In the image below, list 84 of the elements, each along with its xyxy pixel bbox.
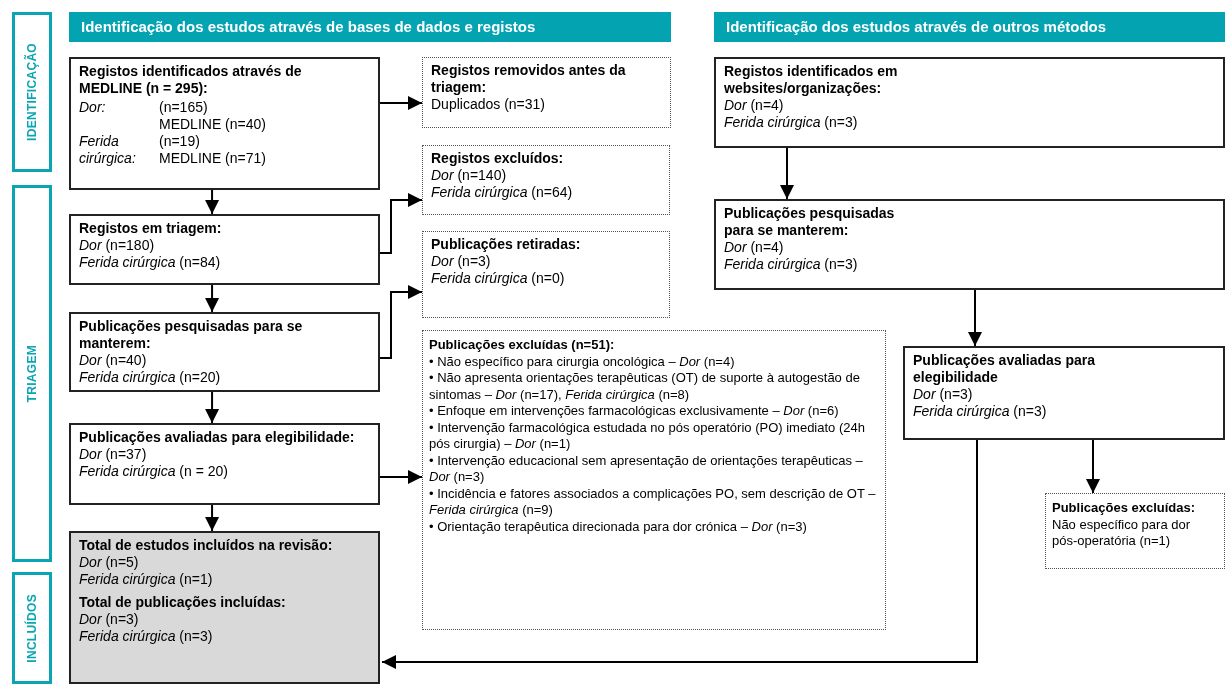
count-text: Ferida cirúrgica (n=3)	[79, 628, 214, 645]
count-text: Dor (n=180)	[79, 237, 156, 254]
count-text: • Intervenção farmacológica estudada no pós operatório (PO) imediato (24h pós cirurgia) – Dor (n=1)	[429, 419, 866, 453]
phase-label-box	[12, 185, 52, 562]
exclusion-box	[422, 330, 886, 630]
arrow	[205, 504, 220, 532]
arrow	[379, 193, 423, 254]
process-box	[69, 423, 380, 505]
count-text: (n=165)	[159, 99, 209, 116]
count-text: Ferida cirúrgica (n=64)	[431, 184, 574, 201]
section-title: Identificação dos estudos através de bases de dados e registos	[81, 16, 536, 37]
count-text: • Incidência e fatores associados a complicações PO, sem descrição de OT – Ferida cirúrgica (n=9)	[429, 485, 877, 519]
count-text: Ferida cirúrgica (n=0)	[431, 270, 566, 287]
count-text: • Enfoque em intervenções farmacológicas exclusivamente – Dor (n=6)	[429, 403, 840, 420]
arrow	[968, 289, 982, 347]
count-text: Ferida cirúrgica (n=3)	[913, 403, 1048, 420]
phase-label-box	[12, 12, 52, 172]
count-text: Dor (n=40)	[79, 352, 148, 369]
box-heading: Publicações avaliadas para elegibilidade:	[79, 429, 356, 446]
phase-label-box	[12, 572, 52, 684]
count-text: Dor (n=4)	[724, 97, 785, 114]
phase-label: INCLUÍDOS	[23, 593, 40, 663]
count-text: Dor (n=3)	[79, 611, 140, 628]
process-box	[903, 346, 1225, 440]
box-heading: Publicações excluídas:	[1052, 500, 1197, 517]
count-text: Dor (n=5)	[79, 554, 140, 571]
process-box	[69, 312, 380, 392]
box-heading: Publicações retiradas:	[431, 236, 582, 253]
count-text: Dor (n=37)	[79, 446, 148, 463]
count-text: • Intervenção educacional sem apresentação de orientações terapêuticas – Dor (n=3)	[429, 452, 864, 486]
box-heading: Publicações excluídas (n=51):	[429, 337, 616, 354]
arrow	[205, 189, 220, 215]
count-text: • Não específico para cirurgia oncológica – Dor (n=4)	[429, 353, 736, 370]
count-text: Ferida cirúrgica (n=3)	[724, 114, 859, 131]
section-header	[69, 12, 671, 42]
count-text: Ferida cirúrgica (n=1)	[79, 571, 214, 588]
count-text: Ferida cirúrgica (n=84)	[79, 254, 222, 271]
process-box	[69, 531, 380, 684]
category-label: Ferida cirúrgica:	[79, 133, 137, 167]
exclusion-box	[422, 231, 670, 318]
section-title: Identificação dos estudos através de outros métodos	[726, 16, 1107, 37]
count-text: Dor (n=3)	[913, 386, 974, 403]
exclusion-box	[422, 57, 671, 128]
count-text: • Não apresenta orientações terapêuticas (OT) de suporte à autogestão de sintomas – Dor (n=17), Ferida cirúrgica (n=8)	[429, 370, 861, 403]
phase-label: IDENTIFICAÇÃO	[23, 43, 40, 141]
arrow	[205, 284, 220, 313]
arrow	[379, 285, 423, 359]
count-text: Dor (n=4)	[724, 239, 785, 256]
category-label: Dor:	[79, 99, 107, 117]
exclusion-box	[1045, 493, 1225, 569]
arrow	[379, 470, 423, 484]
box-heading: Registos identificados através de MEDLINE (n = 295):	[79, 63, 303, 97]
arrow	[381, 439, 978, 669]
box-heading: Publicações avaliadas para elegibilidade	[913, 352, 1097, 386]
process-box	[69, 214, 380, 285]
box-heading: Publicações pesquisadas para se manterem:	[79, 318, 304, 352]
process-box	[714, 199, 1225, 290]
count-text: Ferida cirúrgica (n=20)	[79, 369, 222, 386]
count-text: Ferida cirúrgica (n=3)	[724, 256, 859, 273]
count-text: Dor (n=140)	[431, 167, 508, 184]
section-header	[714, 12, 1225, 42]
box-heading: Total de estudos incluídos na revisão:	[79, 537, 334, 554]
exclusion-box	[422, 145, 670, 215]
count-text: Ferida cirúrgica (n = 20)	[79, 463, 229, 480]
count-text: (n=19)	[159, 133, 201, 150]
arrow	[379, 96, 423, 110]
arrow	[1086, 439, 1100, 494]
count-text: MEDLINE (n=40)	[159, 116, 267, 133]
arrow	[780, 147, 794, 200]
count-text: • Orientação terapêutica direcionada para dor crónica – Dor (n=3)	[429, 518, 808, 535]
box-heading: Registos excluídos:	[431, 150, 565, 167]
box-heading: Registos em triagem:	[79, 220, 223, 237]
count-text: Dor (n=3)	[431, 253, 492, 270]
box-heading: Registos identificados em websites/organizações:	[724, 63, 899, 97]
box-heading: Publicações pesquisadas para se manterem:	[724, 205, 896, 239]
box-heading: Total de publicações incluídas:	[79, 594, 287, 611]
box-heading: Registos removidos antes da triagem:	[431, 62, 627, 96]
arrow	[205, 391, 220, 424]
count-text: MEDLINE (n=71)	[159, 150, 267, 167]
count-text: Não específico para dor pós-operatória (n=1)	[1052, 516, 1192, 550]
phase-label: TRIAGEM	[24, 344, 40, 403]
process-box	[69, 57, 380, 190]
count-text: Duplicados (n=31)	[431, 96, 546, 113]
process-box	[714, 57, 1225, 148]
